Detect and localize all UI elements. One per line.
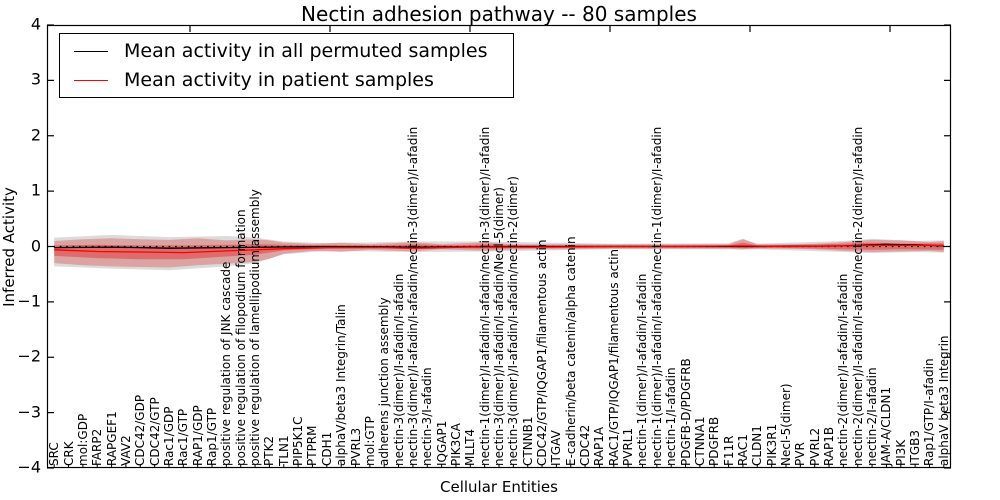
x-tick-label: RAC1/GTP/IQGAP1/filamentous actin xyxy=(606,248,621,466)
legend-label: Mean activity in patient samples xyxy=(124,69,434,91)
x-tick-label: nectin-3/I-afadin xyxy=(420,367,435,466)
mean-line xyxy=(54,244,944,254)
x-tick-label: PVR xyxy=(793,442,808,466)
x-tick-label: nectin-1/I-afadin xyxy=(664,367,679,466)
x-tick-label: nectin-1(dimer)/I-afadin/I-afadin/nectin… xyxy=(649,126,664,466)
x-tick-label: PTPRM xyxy=(305,425,320,467)
x-tick-label: mol:GDP xyxy=(75,413,90,466)
y-tick-label: −1 xyxy=(17,291,41,311)
y-tick-label: 3 xyxy=(30,70,41,90)
x-tick-label: positive regulation of lamellipodium ass… xyxy=(248,189,263,466)
x-tick-label: Rap1/GTP xyxy=(205,407,220,466)
x-tick-label: FARP2 xyxy=(90,428,105,466)
x-tick-label: RAP1B xyxy=(822,426,837,466)
legend-entry-patient: Mean activity in patient samples xyxy=(60,66,513,95)
x-tick-label: PDGFB-D/PDGFRB xyxy=(678,358,693,466)
x-tick-label: positive regulation of JNK cascade xyxy=(219,261,234,466)
x-tick-label: MLLT4 xyxy=(463,428,478,466)
permuted-samples-spread-band xyxy=(54,234,944,271)
x-tick-label: RAC1 xyxy=(735,434,750,466)
x-tick-label: PIK3CA xyxy=(448,423,463,466)
x-tick-label: JAM-A/CLDN1 xyxy=(879,386,894,466)
x-tick-label: F11R xyxy=(721,435,736,466)
legend-label: Mean activity in all permuted samples xyxy=(124,40,488,62)
x-tick-label: PVRL1 xyxy=(621,427,636,466)
x-tick-label: CDH1 xyxy=(319,431,334,466)
x-tick-label: PTK2 xyxy=(262,435,277,466)
x-tick-label: alphaV beta3 Integrin xyxy=(936,335,951,466)
x-tick-label: E-cadherin/beta catenin/alpha catenin xyxy=(563,236,578,466)
x-tick-label: CLDN1 xyxy=(750,425,765,466)
x-tick-label: IQGAP1 xyxy=(434,420,449,466)
x-tick-label: adherens junction assembly xyxy=(377,297,392,466)
x-tick-label: nectin-3(dimer)/I-afadin/I-afadin/Necl-5… xyxy=(492,187,506,466)
x-tick-label: nectin-1(dimer)/I-afadin/I-afadin/nectin… xyxy=(477,126,492,466)
x-tick-label: nectin-2(dimer)/I-afadin/I-afadin/nectin… xyxy=(850,126,865,466)
x-tick-label: nectin-3(dimer)/I-afadin/I-afadin/nectin… xyxy=(506,176,521,466)
x-tick-label: Rap1/GTP/I-afadin xyxy=(922,358,937,466)
x-tick-label: CDC42/GTP xyxy=(147,397,162,466)
x-tick-label: CRK xyxy=(61,441,76,466)
x-tick-label: nectin-1(dimer)/I-afadin/I-afadin xyxy=(635,273,650,466)
x-tick-label: Rac1/GTP xyxy=(176,408,191,466)
x-tick-label: CTNNB1 xyxy=(520,416,535,466)
y-tick-label: 4 xyxy=(30,14,41,34)
x-tick-label: CDC42/GDP xyxy=(133,394,148,466)
x-tick-label: CDC42 xyxy=(578,424,593,466)
y-tick-label: 0 xyxy=(30,236,41,256)
patient-line-swatch xyxy=(74,79,108,81)
x-tick-label: PI3K xyxy=(893,439,908,466)
x-tick-label: mol:GTP xyxy=(362,416,377,466)
x-tick-label: VAV2 xyxy=(118,435,133,466)
x-tick-label: PIP5K1C xyxy=(291,416,306,466)
y-tick-label: −4 xyxy=(17,457,41,477)
y-tick-label: −3 xyxy=(17,402,41,422)
legend: Mean activity in all permuted samples Me… xyxy=(59,33,514,98)
x-tick-label: PIK3R1 xyxy=(764,423,779,466)
x-tick-label: PVRL2 xyxy=(807,427,822,466)
x-axis-label: Cellular Entities xyxy=(440,478,558,496)
x-tick-label: RAP1A xyxy=(592,426,607,466)
x-tick-label: PDGFRB xyxy=(707,416,722,466)
x-tick-label: RAPGEF1 xyxy=(104,411,119,466)
x-tick-label: Rac1/GDP xyxy=(161,406,176,466)
y-tick-label: −2 xyxy=(17,346,41,366)
x-tick-label: nectin-3(dimer)/I-afadin/I-afadin xyxy=(391,273,406,466)
permuted-line-swatch xyxy=(74,50,108,52)
x-tick-label: ITGAV xyxy=(549,430,564,466)
x-tick-label: nectin-2(dimer)/I-afadin/I-afadin xyxy=(836,273,851,466)
x-tick-label: alphaV/beta3 Integrin/Talin xyxy=(334,304,349,466)
x-tick-label: nectin-3(dimer)/I-afadin/I-afadin/nectin… xyxy=(405,126,420,466)
x-tick-label: PVRL3 xyxy=(348,427,363,466)
chart-title: Nectin adhesion pathway -- 80 samples xyxy=(301,2,697,26)
y-tick-label: 2 xyxy=(30,125,41,145)
x-tick-label: positive regulation of filopodium format… xyxy=(233,209,248,466)
x-tick-label: nectin-2/I-afadin xyxy=(865,367,880,466)
x-tick-label: ITGB3 xyxy=(908,429,923,466)
x-tick-label: CTNNA1 xyxy=(692,416,707,466)
x-tick-label: RAP1/GDP xyxy=(190,405,205,466)
x-tick-label: Necl-5(dimer) xyxy=(778,383,793,466)
x-tick-label: TLN1 xyxy=(276,435,291,466)
x-tick-label: SRC xyxy=(47,442,62,466)
legend-entry-permuted: Mean activity in all permuted samples xyxy=(60,37,513,66)
x-tick-label: CDC42/GTP/IQGAP1/filamentous actin xyxy=(535,239,550,466)
y-tick-label: 1 xyxy=(30,180,41,200)
